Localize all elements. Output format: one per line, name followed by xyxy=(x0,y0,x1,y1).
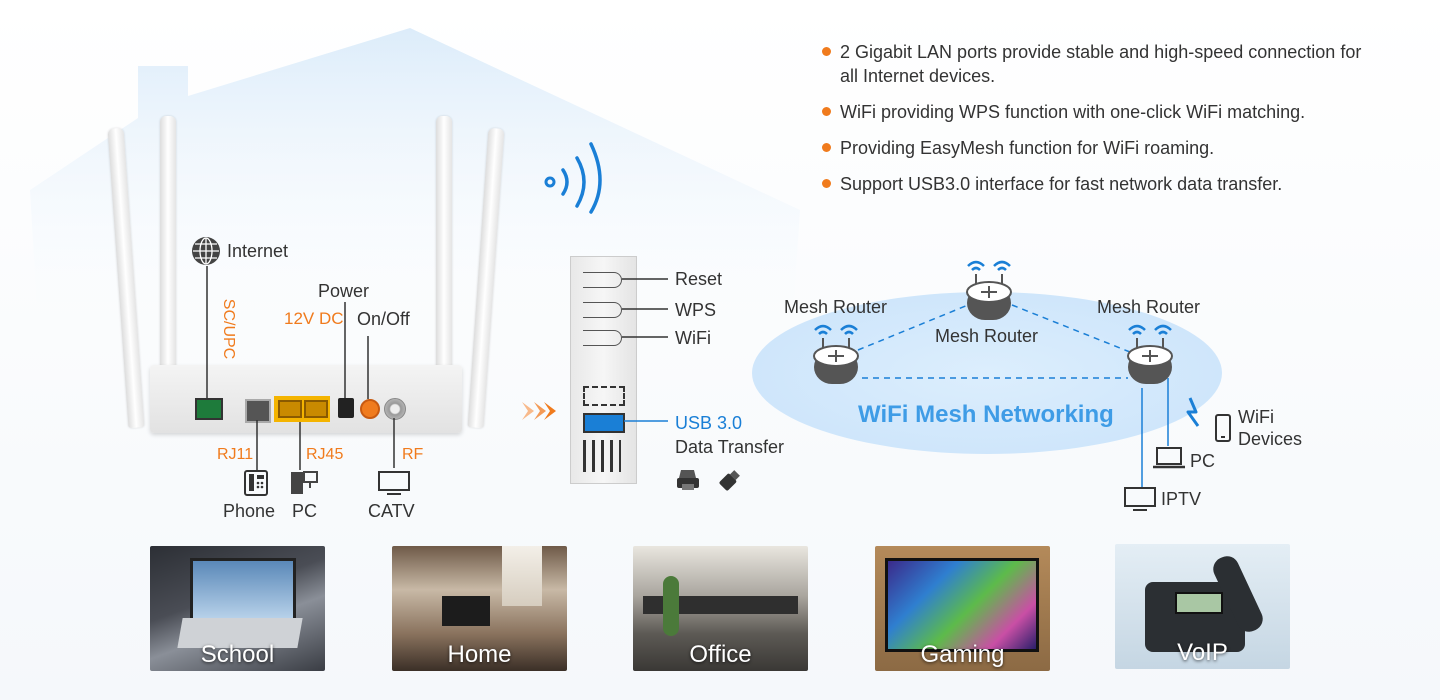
feature-item: WiFi providing WPS function with one-cli… xyxy=(822,100,1382,124)
laptop-icon xyxy=(1152,446,1186,470)
mesh-router-label-right: Mesh Router xyxy=(1097,297,1201,317)
photo-school: School xyxy=(150,546,325,671)
laptop-screen xyxy=(190,558,296,622)
usb-label: USB 3.0 xyxy=(675,413,743,433)
feature-item: 2 Gigabit LAN ports provide stable and h… xyxy=(822,40,1382,88)
pc-icon xyxy=(290,470,318,496)
printer-icon xyxy=(676,468,700,492)
feature-item: Support USB3.0 interface for fast networ… xyxy=(822,172,1382,196)
phone-display xyxy=(1175,592,1223,614)
tv-screen xyxy=(442,596,490,626)
vent-slot xyxy=(583,386,625,406)
bullet-dot-icon xyxy=(822,143,831,152)
rj45-label: RJ45 xyxy=(306,446,344,463)
bullet-dot-icon xyxy=(822,47,831,56)
globe-icon xyxy=(191,236,221,266)
phone-icon xyxy=(244,470,268,496)
reset-label: Reset xyxy=(675,269,723,289)
photo-home: Home xyxy=(392,546,567,671)
internet-label: Internet xyxy=(227,241,289,261)
double-arrow-icon xyxy=(522,400,556,422)
bullet-dot-icon xyxy=(822,107,831,116)
usb-port xyxy=(583,413,625,433)
mesh-pc-label: PC xyxy=(1190,451,1216,471)
mesh-links xyxy=(857,304,1200,488)
wifi-label: WiFi xyxy=(675,328,711,348)
photo-label: Gaming xyxy=(920,641,1005,668)
mesh-router-icon xyxy=(1126,320,1174,386)
smartphone-icon xyxy=(1214,414,1232,442)
wps-label: WPS xyxy=(675,300,717,320)
feature-list: 2 Gigabit LAN ports provide stable and h… xyxy=(822,40,1382,208)
window-light xyxy=(502,546,542,606)
sc-upc-port xyxy=(195,398,223,420)
wifi-devices-label-line1: WiFi xyxy=(1238,407,1274,427)
tv-screen xyxy=(885,558,1039,652)
mesh-router-label-left: Mesh Router xyxy=(784,297,888,317)
feature-item: Providing EasyMesh function for WiFi roa… xyxy=(822,136,1382,160)
rj45-port xyxy=(304,400,328,418)
photo-gaming: Gaming xyxy=(875,546,1050,671)
plant xyxy=(663,576,679,636)
wifi-signal-icon xyxy=(543,140,605,214)
mesh-router-icon xyxy=(965,256,1013,322)
bullet-dot-icon xyxy=(822,179,831,188)
data-transfer-label: Data Transfer xyxy=(675,437,785,457)
panel-connector-lines xyxy=(622,278,668,422)
iptv-icon xyxy=(1123,486,1157,512)
mesh-router-icon xyxy=(812,320,860,386)
vent-grille xyxy=(583,440,621,472)
rf-connector xyxy=(384,398,406,420)
rf-label: RF xyxy=(402,446,424,463)
wifi-devices-label-line2: Devices xyxy=(1238,429,1303,449)
antenna xyxy=(160,116,176,416)
dc-power-jack xyxy=(338,398,354,418)
usb-drive-icon xyxy=(718,468,742,492)
power-label: Power xyxy=(318,281,370,301)
onoff-label: On/Off xyxy=(357,309,410,329)
photo-office: Office xyxy=(633,546,808,671)
rj11-port xyxy=(245,399,271,423)
pc-label: PC xyxy=(292,501,318,521)
rj45-port xyxy=(278,400,302,418)
dc-label: 12V DC xyxy=(284,309,344,328)
antenna xyxy=(436,116,452,416)
rj11-label: RJ11 xyxy=(217,446,254,463)
catv-label: CATV xyxy=(368,501,415,521)
reset-button xyxy=(583,272,622,288)
desk-row xyxy=(643,596,798,614)
wps-button xyxy=(583,302,622,318)
tv-icon xyxy=(377,470,411,496)
photo-label: Home xyxy=(447,641,512,668)
mesh-router-label-center: Mesh Router xyxy=(935,326,1039,346)
photo-voip: VoIP xyxy=(1115,544,1290,669)
photo-label: VoIP xyxy=(1177,639,1228,666)
photo-label: School xyxy=(200,641,275,668)
photo-label: Office xyxy=(689,641,752,668)
router-connector-lines xyxy=(206,266,395,470)
power-button xyxy=(360,399,380,419)
mesh-title: WiFi Mesh Networking xyxy=(858,401,1114,428)
wifi-button xyxy=(583,330,622,346)
iptv-label: IPTV xyxy=(1161,489,1202,509)
phone-label: Phone xyxy=(223,501,276,521)
